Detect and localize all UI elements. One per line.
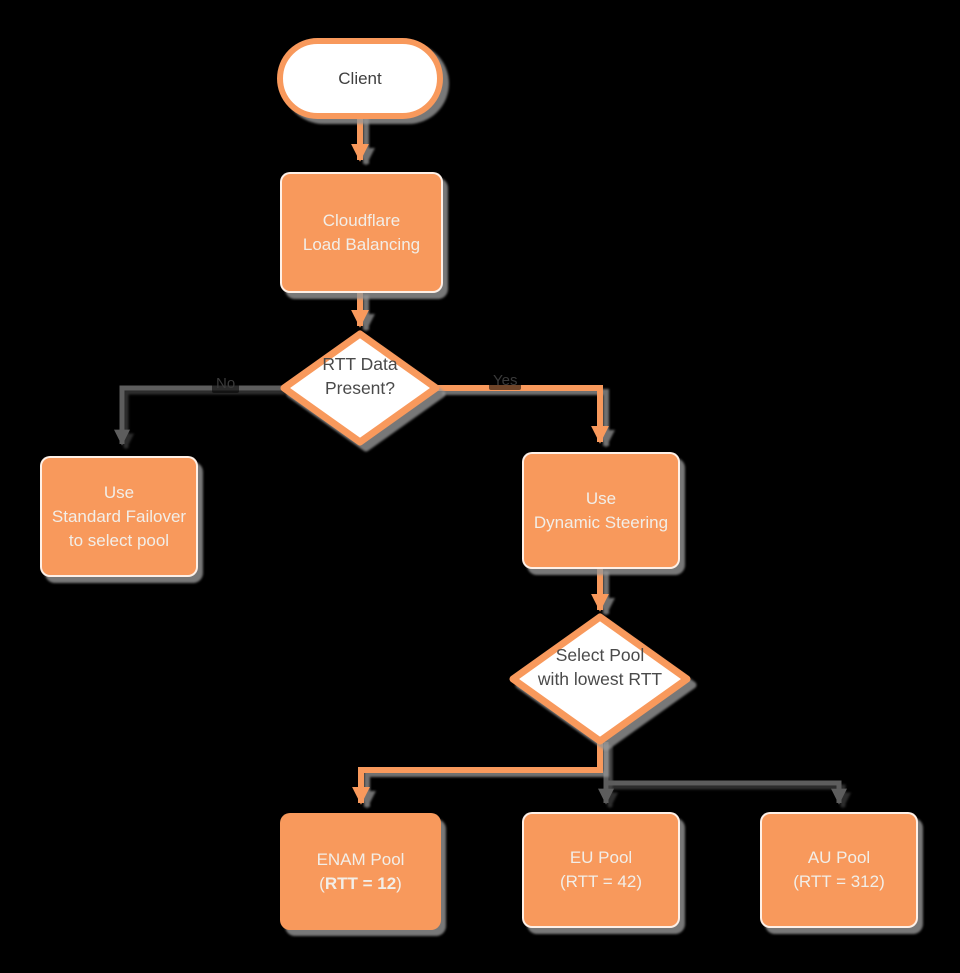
load-balancing-line2: Load Balancing xyxy=(302,234,421,254)
eu-pool-node: EU Pool (RTT = 42) xyxy=(522,812,680,928)
select-pool-line2: with lowest RTT xyxy=(537,669,663,689)
au-pool-node: AU Pool (RTT = 312) xyxy=(760,812,918,928)
rtt-decision-label: RTT Data Present? xyxy=(285,352,435,400)
enam-rtt-close: ) xyxy=(396,873,402,893)
dynamic-steering-line2: Dynamic Steering xyxy=(533,512,669,532)
edge-selectpool-to-au-pool xyxy=(603,742,848,805)
select-pool-diamond xyxy=(509,613,691,745)
client-node: Client xyxy=(277,38,443,119)
enam-pool-title: ENAM Pool xyxy=(316,849,405,869)
au-pool-title: AU Pool xyxy=(807,848,871,867)
enam-rtt-open: ( xyxy=(319,873,325,893)
edge-label-no: No xyxy=(212,374,240,393)
edge-no-to-standard-failover xyxy=(113,385,284,446)
client-label: Client xyxy=(338,68,382,88)
edge-yes-to-dynamic-steering xyxy=(436,385,609,444)
standard-failover-line1: Use xyxy=(103,482,135,502)
au-pool-rtt: (RTT = 312) xyxy=(793,872,885,891)
standard-failover-node: Use Standard Failover to select pool xyxy=(40,456,198,577)
edge-selectpool-to-enam-pool xyxy=(352,740,603,805)
dynamic-steering-line1: Use xyxy=(585,488,617,508)
load-balancing-node: Cloudflare Load Balancing xyxy=(280,172,443,293)
edge-label-yes: Yes xyxy=(489,371,522,390)
eu-pool-title: EU Pool xyxy=(569,848,633,867)
enam-pool-node: ENAM Pool (RTT = 12) xyxy=(280,813,441,930)
select-pool-label: Select Pool with lowest RTT xyxy=(510,643,690,691)
rtt-decision-line2: Present? xyxy=(324,378,396,398)
enam-pool-rtt: (RTT = 12) xyxy=(319,872,402,896)
load-balancing-line1: Cloudflare xyxy=(322,210,401,230)
select-pool-line1: Select Pool xyxy=(555,645,645,665)
dynamic-steering-node: Use Dynamic Steering xyxy=(522,452,680,569)
standard-failover-line2: Standard Failover xyxy=(51,506,187,526)
standard-failover-line3: to select pool xyxy=(68,530,170,550)
eu-pool-rtt: (RTT = 42) xyxy=(559,872,643,891)
rtt-decision-line1: RTT Data xyxy=(322,354,398,374)
rtt-decision-diamond xyxy=(280,330,440,446)
enam-rtt-value: RTT = 12 xyxy=(324,873,397,893)
